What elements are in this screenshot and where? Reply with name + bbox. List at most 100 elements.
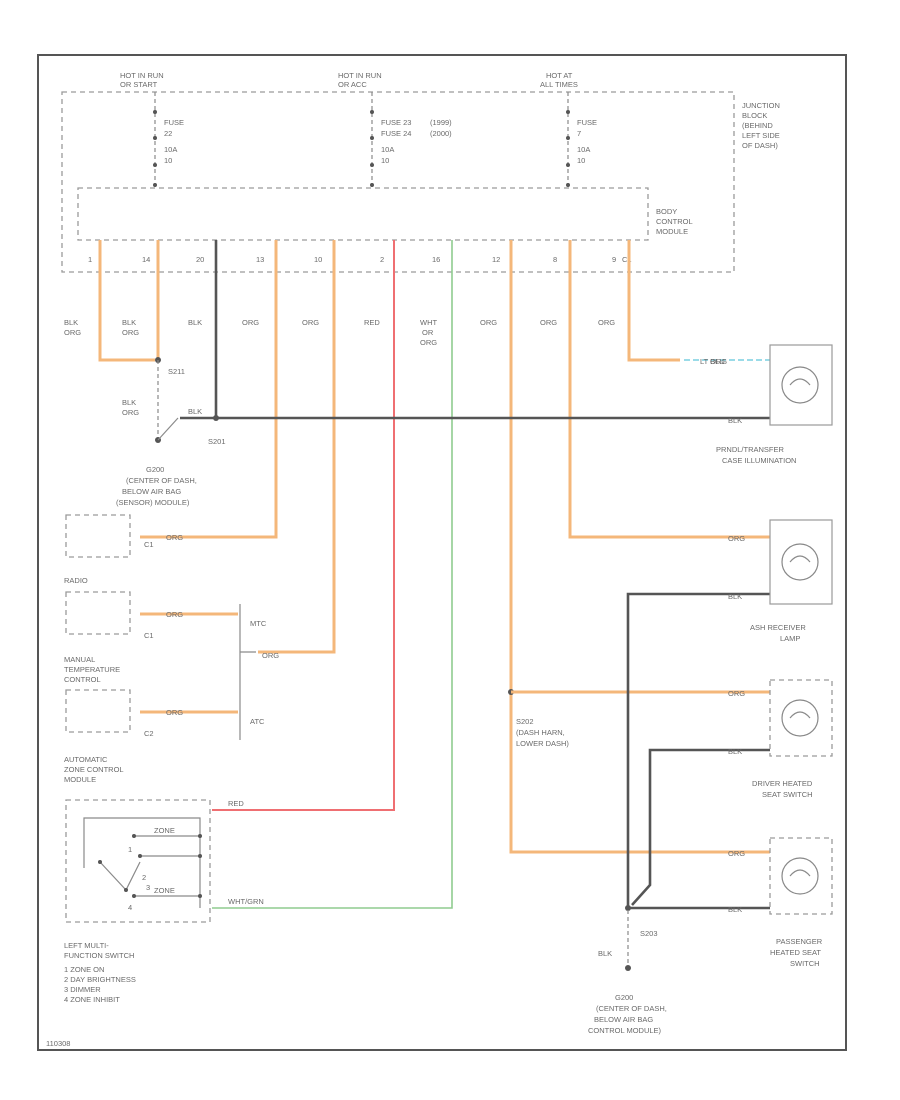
bcm-pins: 1 14 20 13 10 2 16 12 8 9 C1 [88, 255, 632, 264]
lamp-driver-heated-seat: ORG BLK DRIVER HEATED SEAT SWITCH [728, 679, 833, 799]
svg-text:7: 7 [577, 129, 581, 138]
svg-text:CASE ILLUMINATION: CASE ILLUMINATION [722, 456, 796, 465]
svg-text:BLK: BLK [728, 747, 742, 756]
svg-text:BLK: BLK [728, 592, 742, 601]
svg-text:TEMPERATURE: TEMPERATURE [64, 665, 120, 674]
svg-text:BLK: BLK [598, 949, 612, 958]
svg-text:G200: G200 [146, 465, 164, 474]
svg-text:LOWER DASH): LOWER DASH) [516, 739, 569, 748]
power-source-label: ALL TIMES [540, 80, 578, 89]
svg-text:MODULE: MODULE [64, 775, 96, 784]
svg-text:ORG: ORG [728, 689, 745, 698]
svg-text:ORG: ORG [122, 408, 139, 417]
svg-text:BODY: BODY [656, 207, 677, 216]
svg-text:MANUAL: MANUAL [64, 655, 95, 664]
wire-blk-ash [626, 592, 770, 908]
svg-text:8: 8 [553, 255, 557, 264]
mtc-atc-bracket [239, 604, 256, 740]
svg-text:S211: S211 [168, 367, 185, 376]
svg-text:2: 2 [380, 255, 384, 264]
azc-module-box [65, 799, 211, 923]
svg-text:ORG: ORG [122, 328, 139, 337]
fuse-chain-2: FUSE 23 FUSE 24 10A 10 (1999) (2000) [370, 92, 452, 188]
manual-temp-box [65, 689, 131, 733]
body-control-module-box [77, 187, 649, 241]
svg-text:BLK: BLK [728, 905, 742, 914]
svg-text:1 ZONE ON: 1 ZONE ON [64, 965, 104, 974]
svg-text:BLK: BLK [728, 416, 742, 425]
wire-pin13 [140, 240, 278, 539]
svg-text:G200: G200 [615, 993, 633, 1002]
svg-text:ORG: ORG [540, 318, 557, 327]
splice-s202-label: S202 (DASH HARN, LOWER DASH) [516, 717, 569, 748]
svg-text:ORG: ORG [262, 651, 279, 660]
svg-text:10: 10 [381, 156, 389, 165]
radio-box [65, 591, 131, 635]
svg-text:10A: 10A [381, 145, 394, 154]
ground-g200: G200 (CENTER OF DASH, BELOW AIR BAG (SEN… [116, 465, 197, 507]
svg-text:CONTROL MODULE): CONTROL MODULE) [588, 1026, 662, 1035]
svg-text:RED: RED [364, 318, 380, 327]
svg-text:ORG: ORG [710, 357, 727, 366]
svg-text:ZONE: ZONE [154, 826, 175, 835]
svg-text:1: 1 [128, 845, 132, 854]
svg-text:4: 4 [128, 903, 132, 912]
svg-text:MTC: MTC [250, 619, 267, 628]
svg-text:C1: C1 [622, 255, 632, 264]
svg-text:PRNDL/TRANSFER: PRNDL/TRANSFER [716, 445, 785, 454]
svg-text:(CENTER OF DASH,: (CENTER OF DASH, [596, 1004, 667, 1013]
svg-text:SEAT SWITCH: SEAT SWITCH [762, 790, 813, 799]
svg-text:WHT/GRN: WHT/GRN [228, 897, 264, 906]
manual-temp-control-label: MANUAL TEMPERATURE CONTROL [64, 655, 120, 684]
svg-text:FUSE 24: FUSE 24 [381, 129, 411, 138]
fuse-chain-1: FUSE 22 10A 10 [153, 92, 184, 188]
svg-text:ZONE: ZONE [154, 886, 175, 895]
module-box-1 [65, 514, 131, 558]
svg-text:10A: 10A [164, 145, 177, 154]
outer-frame [37, 54, 847, 1051]
power-source-label: HOT AT [546, 71, 573, 80]
left-multi-function-switch-legend: LEFT MULTI- FUNCTION SWITCH 1 ZONE ON 2 … [64, 941, 136, 1004]
svg-text:FUSE 23: FUSE 23 [381, 118, 411, 127]
azc-module-label: AUTOMATIC ZONE CONTROL MODULE [64, 755, 124, 784]
svg-text:S203: S203 [640, 929, 658, 938]
svg-text:(DASH HARN,: (DASH HARN, [516, 728, 565, 737]
svg-text:(1999): (1999) [430, 118, 452, 127]
svg-text:CONTROL: CONTROL [656, 217, 693, 226]
power-source-label: OR START [120, 80, 158, 89]
power-source-label: HOT IN RUN [338, 71, 382, 80]
svg-text:BELOW AIR BAG: BELOW AIR BAG [122, 487, 181, 496]
svg-text:ORG: ORG [302, 318, 319, 327]
lamp-prndl: ORG LT BLU BLK PRNDL/TRANSFER CASE ILLUM… [700, 344, 833, 465]
wire-blk-driver [631, 748, 770, 906]
svg-text:2: 2 [142, 873, 146, 882]
svg-text:LEFT MULTI-: LEFT MULTI- [64, 941, 109, 950]
svg-text:9: 9 [612, 255, 616, 264]
ground-symbol [625, 965, 631, 971]
wire-pin12 [509, 240, 770, 854]
svg-text:ORG: ORG [728, 849, 745, 858]
wire-pin9 [627, 240, 680, 362]
svg-text:22: 22 [164, 129, 172, 138]
svg-text:4 ZONE INHIBIT: 4 ZONE INHIBIT [64, 995, 120, 1004]
svg-text:ORG: ORG [166, 533, 183, 542]
svg-text:LEFT SIDE: LEFT SIDE [742, 131, 780, 140]
svg-text:3 DIMMER: 3 DIMMER [64, 985, 101, 994]
svg-text:(BEHIND: (BEHIND [742, 121, 773, 130]
svg-text:FUSE: FUSE [164, 118, 184, 127]
svg-text:BLK: BLK [64, 318, 78, 327]
svg-text:ATC: ATC [250, 717, 265, 726]
junction-block-box [61, 91, 735, 273]
svg-text:SWITCH: SWITCH [790, 959, 820, 968]
figure-id: 110308 [46, 1039, 70, 1048]
svg-text:ORG: ORG [242, 318, 259, 327]
wire-pin10 [258, 240, 336, 654]
svg-text:(CENTER OF DASH,: (CENTER OF DASH, [126, 476, 197, 485]
wire-pin1 [98, 240, 155, 362]
svg-text:10: 10 [314, 255, 322, 264]
svg-text:BLK: BLK [188, 318, 202, 327]
svg-text:12: 12 [492, 255, 500, 264]
svg-text:MODULE: MODULE [656, 227, 688, 236]
svg-text:DRIVER HEATED: DRIVER HEATED [752, 779, 813, 788]
svg-text:C1: C1 [144, 540, 154, 549]
